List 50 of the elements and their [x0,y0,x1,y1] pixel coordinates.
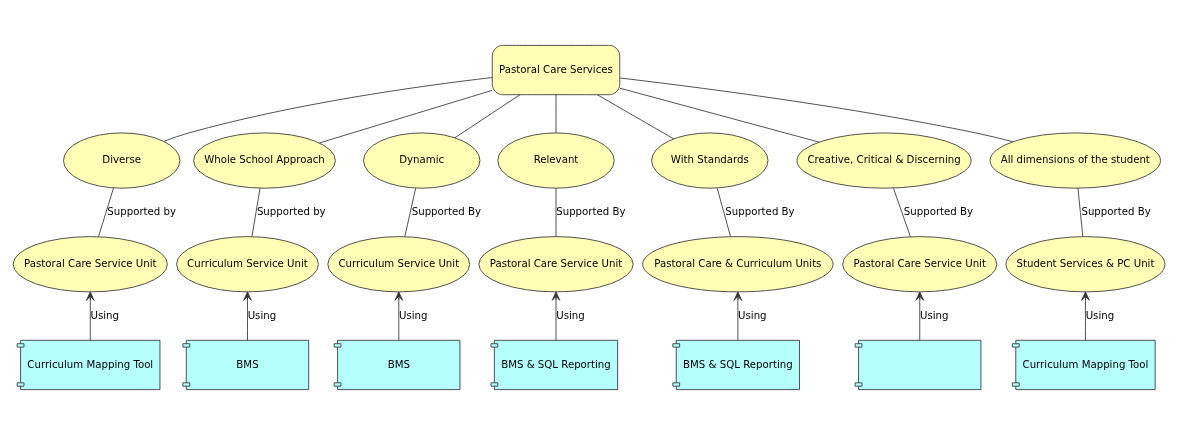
node-ellipse: Whole School Approach [193,132,336,189]
edge-label: Supported By [1081,205,1151,217]
arrow [243,290,252,340]
connector [454,93,521,138]
node-ellipse: Curriculum Service Unit [327,235,471,292]
connector [619,87,820,143]
node-ellipse: Student Services & PC Unit [1005,235,1166,292]
arrow [1081,290,1090,340]
connector [1077,187,1084,237]
edge-label: Supported By [411,205,481,217]
connector [163,76,493,142]
edge-label: Using [919,309,949,321]
node-ellipse: All dimensions of the student [989,132,1161,189]
connector [596,93,675,139]
connector [555,93,557,133]
node-box: Pastoral Care Services [491,44,621,95]
connector [716,187,731,237]
edge-label: Supported By [725,205,795,217]
node-ellipse: Curriculum Service Unit [176,235,319,292]
connector [251,187,261,237]
connector [555,187,557,237]
edge-label: Using [556,309,585,321]
arrow [394,290,404,340]
arrow [86,290,95,340]
edge-label: Supported by [256,205,326,217]
node-ellipse: Pastoral Care Service Unit [842,235,998,292]
node-ellipse: Relevant [497,132,615,189]
node-ellipse: Pastoral Care & Curriculum Units [642,235,834,292]
connector [893,187,911,237]
edge-label: Supported By [903,205,974,217]
node-ellipse: Diverse [63,132,181,189]
edge-label: Supported By [556,205,626,217]
edge-label: Using [398,309,428,321]
connector [319,89,493,143]
connector [98,187,114,237]
node-ellipse: Pastoral Care Service Unit [478,235,634,292]
node-ellipse: Creative, Critical & Discerning [796,132,972,189]
node-ellipse: Dynamic [363,132,481,189]
arrow [733,290,743,340]
connector [619,77,1014,142]
edge-label: Using [1085,309,1115,321]
connector [404,187,417,237]
edge-label: Using [247,309,277,321]
edge-label: Using [738,309,767,321]
edge-label: Using [90,309,119,321]
edge-label: Supported by [107,205,177,217]
arrow [551,290,561,340]
node-ellipse: Pastoral Care Service Unit [12,235,168,292]
arrow [915,290,924,340]
node-ellipse: With Standards [651,132,769,189]
